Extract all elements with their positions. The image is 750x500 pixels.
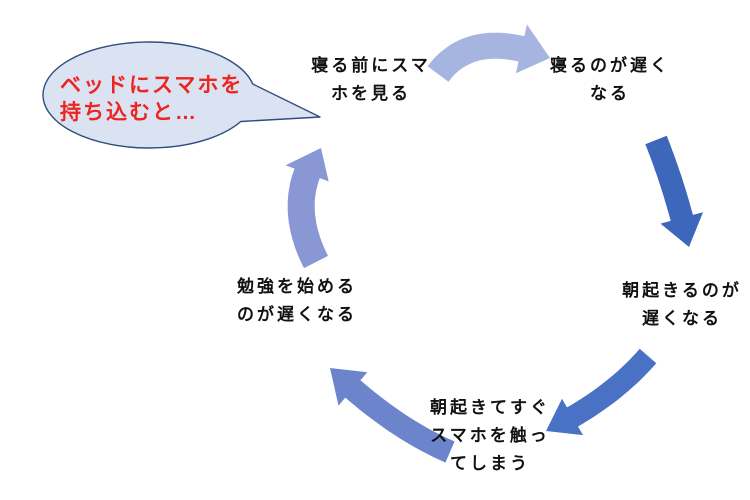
node-text-line: ホを見る bbox=[331, 84, 411, 103]
node-start-studying-late: 勉強を始める のが遅くなる bbox=[217, 273, 377, 329]
arrow-start-studying-late-to-look-at-phone-before-bed bbox=[285, 148, 329, 269]
arrow-sleep-late-to-wake-up-late bbox=[645, 135, 703, 247]
node-text-line: 寝る前にスマ bbox=[311, 56, 431, 75]
node-text-line: スマホを触っ bbox=[430, 426, 550, 445]
node-text-line: のが遅くなる bbox=[237, 305, 357, 324]
arrow-wake-up-late-to-touch-phone-after-waking bbox=[546, 348, 657, 436]
speech-bubble bbox=[42, 41, 321, 149]
speech-bubble-line: 持ち込むと… bbox=[60, 101, 198, 124]
node-text-line: なる bbox=[590, 84, 630, 103]
node-sleep-late: 寝るのが遅く なる bbox=[520, 52, 700, 108]
node-look-at-phone-before-bed: 寝る前にスマ ホを見る bbox=[281, 52, 461, 108]
node-text-line: てしまう bbox=[450, 454, 530, 473]
speech-bubble-line: ベッドにスマホを bbox=[60, 74, 244, 97]
node-wake-up-late: 朝起きるのが 遅くなる bbox=[602, 277, 750, 333]
speech-bubble-text: ベッドにスマホを 持ち込むと… bbox=[60, 72, 243, 126]
node-text-line: 寝るのが遅く bbox=[550, 56, 670, 75]
node-text-line: 朝起きてすぐ bbox=[430, 398, 550, 417]
node-text-line: 朝起きるのが bbox=[622, 281, 742, 300]
node-text-line: 勉強を始める bbox=[237, 277, 357, 296]
node-touch-phone-after-waking: 朝起きてすぐ スマホを触っ てしまう bbox=[410, 394, 570, 478]
arrow-look-at-phone-before-bed-to-sleep-late bbox=[427, 24, 550, 82]
node-text-line: 遅くなる bbox=[642, 309, 722, 328]
arrow-touch-phone-after-waking-to-start-studying-late bbox=[330, 368, 455, 463]
